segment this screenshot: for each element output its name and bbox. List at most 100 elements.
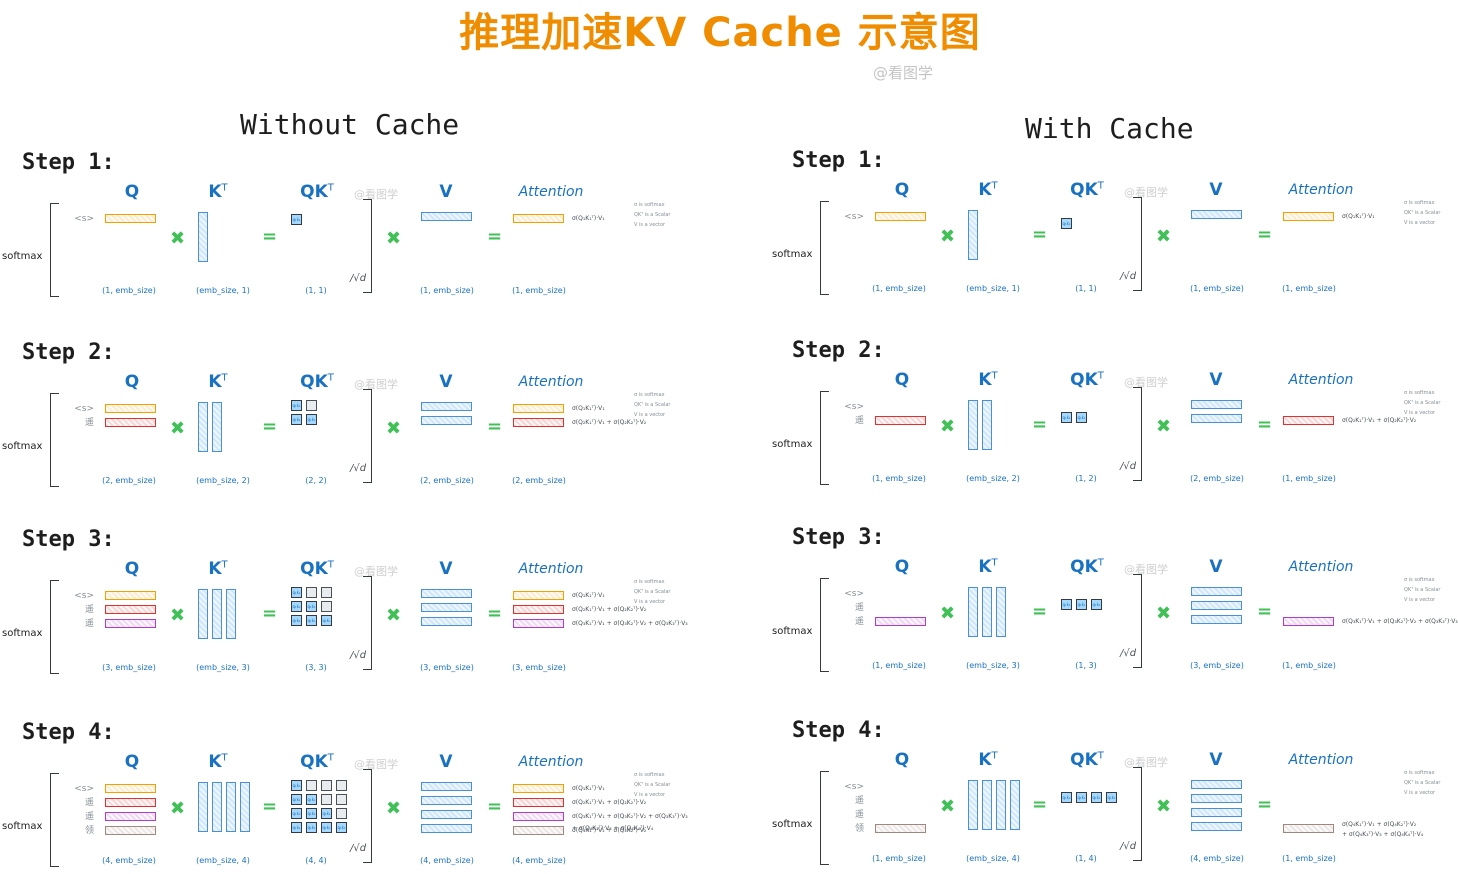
- v-row-vector: [1191, 615, 1242, 624]
- q-row-vector: [105, 591, 156, 600]
- legend-note: QKᵀ is a Scalar: [634, 589, 671, 595]
- attention-row-vector: [513, 418, 564, 427]
- attention-dimension: (1, emb_size): [512, 286, 566, 295]
- qk-score-cell: q₁k₁: [1091, 792, 1102, 803]
- softmax-label: softmax: [2, 441, 43, 452]
- attention-header: Attention: [518, 374, 584, 390]
- q-header: Q: [124, 182, 140, 202]
- equals-operator: =: [1257, 601, 1273, 622]
- v-row-vector: [1191, 601, 1242, 610]
- token-label: 遥: [854, 796, 864, 806]
- attention-row-vector: [513, 798, 564, 807]
- attention-row-vector: [1283, 617, 1334, 626]
- watermark-small: @看图学: [1124, 376, 1168, 389]
- k-label: K: [208, 559, 222, 579]
- equals-operator: =: [1257, 414, 1273, 435]
- attention-row-vector: [513, 605, 564, 614]
- k-transpose-header: KT: [948, 180, 1028, 200]
- token-label: <s>: [844, 402, 864, 412]
- softmax-bracket-left: [50, 203, 59, 297]
- attention-formula: σ(Q₁K₁ᵀ)·V₁: [572, 215, 605, 222]
- qk-score-cell: q₁k₁: [291, 214, 302, 225]
- v-row-vector: [1191, 587, 1242, 596]
- q-header: Q: [124, 752, 140, 772]
- k-label: K: [978, 180, 992, 200]
- token-label: 遥: [854, 617, 864, 627]
- token-label: 遥: [84, 812, 94, 822]
- qk-masked-cell: [306, 587, 317, 598]
- k-column-vector: [198, 589, 208, 639]
- legend-note: QKᵀ is a Scalar: [1404, 400, 1441, 406]
- k-dimension: (emb_size, 4): [966, 854, 1020, 863]
- qk-transpose-header: QKT: [1047, 750, 1127, 770]
- attention-row-vector: [513, 404, 564, 413]
- qk-transpose-header: QKT: [277, 372, 357, 392]
- transpose-mark: T: [327, 372, 334, 384]
- attention-row-vector: [513, 826, 564, 835]
- equals-operator: =: [1257, 794, 1273, 815]
- qk-score-cell: q₁k₁: [1061, 599, 1072, 610]
- token-label: <s>: [74, 404, 94, 414]
- qk-score-cell: q₁k₁: [291, 601, 302, 612]
- qk-transpose-header: QKT: [1047, 370, 1127, 390]
- qk-score-cell: q₁k₁: [291, 780, 302, 791]
- v-row-vector: [421, 603, 472, 612]
- qk-masked-cell: [321, 587, 332, 598]
- token-label: <s>: [844, 589, 864, 599]
- attention-header: Attention: [518, 184, 584, 200]
- watermark-small: @看图学: [354, 378, 398, 391]
- v-header: V: [1209, 370, 1223, 390]
- attention-dimension: (1, emb_size): [1282, 474, 1336, 483]
- step-label: Step 4:: [792, 718, 885, 743]
- qk-masked-cell: [336, 780, 347, 791]
- sqrt-d-label: /√d: [1120, 271, 1137, 282]
- k-column-vector: [968, 587, 978, 637]
- qk-masked-cell: [336, 794, 347, 805]
- transpose-mark: T: [1097, 180, 1104, 192]
- k-dimension: (emb_size, 3): [196, 663, 250, 672]
- v-row-vector: [421, 824, 472, 833]
- v-row-vector: [1191, 794, 1242, 803]
- attention-header: Attention: [518, 561, 584, 577]
- k-dimension: (emb_size, 2): [196, 476, 250, 485]
- attention-formula: σ(Q₂K₁ᵀ)·V₁ + σ(Q₂K₂ᵀ)·V₂: [572, 419, 647, 426]
- v-row-vector: [421, 796, 472, 805]
- k-transpose-header: KT: [948, 370, 1028, 390]
- step-label: Step 3:: [22, 527, 115, 552]
- watermark-small: @看图学: [354, 758, 398, 771]
- transpose-mark: T: [327, 182, 334, 194]
- main-title: 推理加速KV Cache 示意图: [459, 10, 981, 56]
- legend-note: σ is softmax: [634, 392, 665, 398]
- v-header: V: [1209, 180, 1223, 200]
- equals-operator: =: [1032, 601, 1048, 622]
- qk-score-cell: q₁k₁: [291, 400, 302, 411]
- k-column-vector: [198, 212, 208, 262]
- transpose-mark: T: [327, 559, 334, 571]
- k-transpose-header: KT: [178, 182, 258, 202]
- qk-masked-cell: [306, 780, 317, 791]
- attention-formula: σ(Q₄K₁ᵀ)·V₁ + σ(Q₄K₂ᵀ)·V₂: [1342, 821, 1417, 828]
- legend-note: V is a vector: [1404, 220, 1436, 226]
- q-row-vector: [875, 824, 926, 833]
- qk-score-cell: q₁k₁: [1076, 599, 1087, 610]
- qk-label: QK: [1070, 557, 1098, 577]
- legend-note: QKᵀ is a Scalar: [634, 212, 671, 218]
- v-row-vector: [1191, 780, 1242, 789]
- attention-formula: + σ(Q₄K₃ᵀ)·V₃ + σ(Q₄K₄ᵀ)·V₄: [572, 825, 654, 832]
- q-dimension: (1, emb_size): [872, 284, 926, 293]
- v-header: V: [439, 372, 453, 392]
- watermark-small: @看图学: [354, 565, 398, 578]
- legend-note: σ is softmax: [634, 579, 665, 585]
- legend-note: V is a vector: [634, 222, 666, 228]
- multiply-operator: ✖: [170, 605, 186, 626]
- multiply-operator: ✖: [1156, 416, 1172, 437]
- legend-note: V is a vector: [634, 599, 666, 605]
- k-dimension: (emb_size, 2): [966, 474, 1020, 483]
- k-column-vector: [240, 782, 250, 832]
- equals-operator: =: [487, 603, 503, 624]
- k-dimension: (emb_size, 3): [966, 661, 1020, 670]
- k-column-vector: [982, 400, 992, 450]
- k-label: K: [208, 372, 222, 392]
- multiply-operator: ✖: [940, 796, 956, 817]
- softmax-label: softmax: [772, 439, 813, 450]
